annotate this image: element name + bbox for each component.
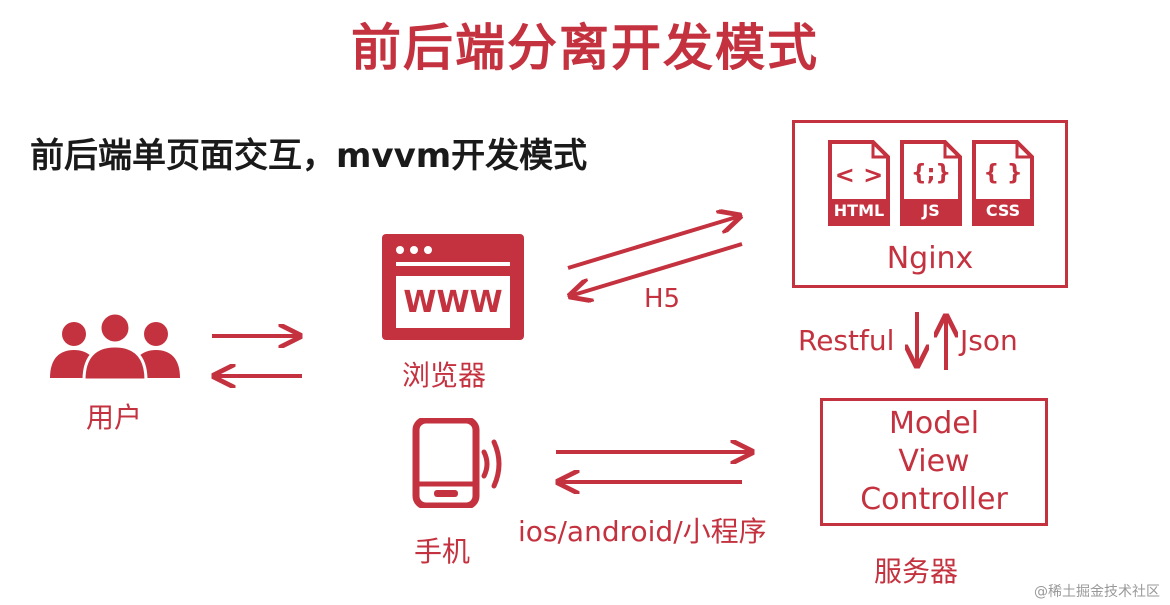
users-icon (50, 311, 180, 382)
phone-icon (412, 418, 502, 508)
js-file-label: JS (922, 201, 940, 220)
browser-dot-icon (396, 246, 404, 254)
browser-icon: WWW (382, 234, 524, 340)
nginx-box: < > HTML {;} JS { } CSS Nginx (792, 120, 1068, 288)
css-glyph: { } (983, 161, 1023, 186)
html-glyph: < > (834, 161, 884, 189)
html-file-icon: < > HTML (827, 139, 891, 227)
browser-screen-text: WWW (403, 284, 503, 320)
browser-to-nginx-arrow (567, 216, 740, 270)
view-label: View (898, 444, 970, 479)
browser-dot-icon (410, 246, 418, 254)
browser-address-bar (396, 262, 510, 266)
js-glyph: {;} (910, 161, 952, 186)
server-mvc-lines: Model View Controller (823, 405, 1045, 519)
server-label: 服务器 (874, 555, 959, 588)
model-label: Model (888, 406, 980, 441)
users-label: 用户 (86, 401, 143, 434)
browser-dot-icon (424, 246, 432, 254)
mobile-platforms-label: ios/android/小程序 (518, 515, 767, 548)
nginx-label: Nginx (886, 241, 974, 276)
css-file-icon: { } CSS (971, 139, 1035, 227)
controller-label: Controller (860, 482, 1008, 517)
page-title: 前后端分离开发模式 (351, 19, 819, 77)
h5-label: H5 (644, 284, 681, 314)
watermark: @稀土掘金技术社区 (1034, 584, 1160, 600)
css-file-label: CSS (985, 201, 1021, 220)
browser-label: 浏览器 (402, 359, 487, 392)
server-box: Model View Controller (820, 398, 1048, 526)
browser-screen: WWW (396, 276, 510, 328)
html-file-label: HTML (833, 201, 885, 220)
phone-label: 手机 (414, 535, 471, 568)
json-label: Json (960, 324, 1018, 357)
subtitle: 前后端单页面交互，mvvm开发模式 (30, 136, 588, 176)
js-file-icon: {;} JS (899, 139, 963, 227)
nginx-to-browser-arrow (570, 242, 743, 296)
restful-label: Restful (798, 324, 895, 357)
